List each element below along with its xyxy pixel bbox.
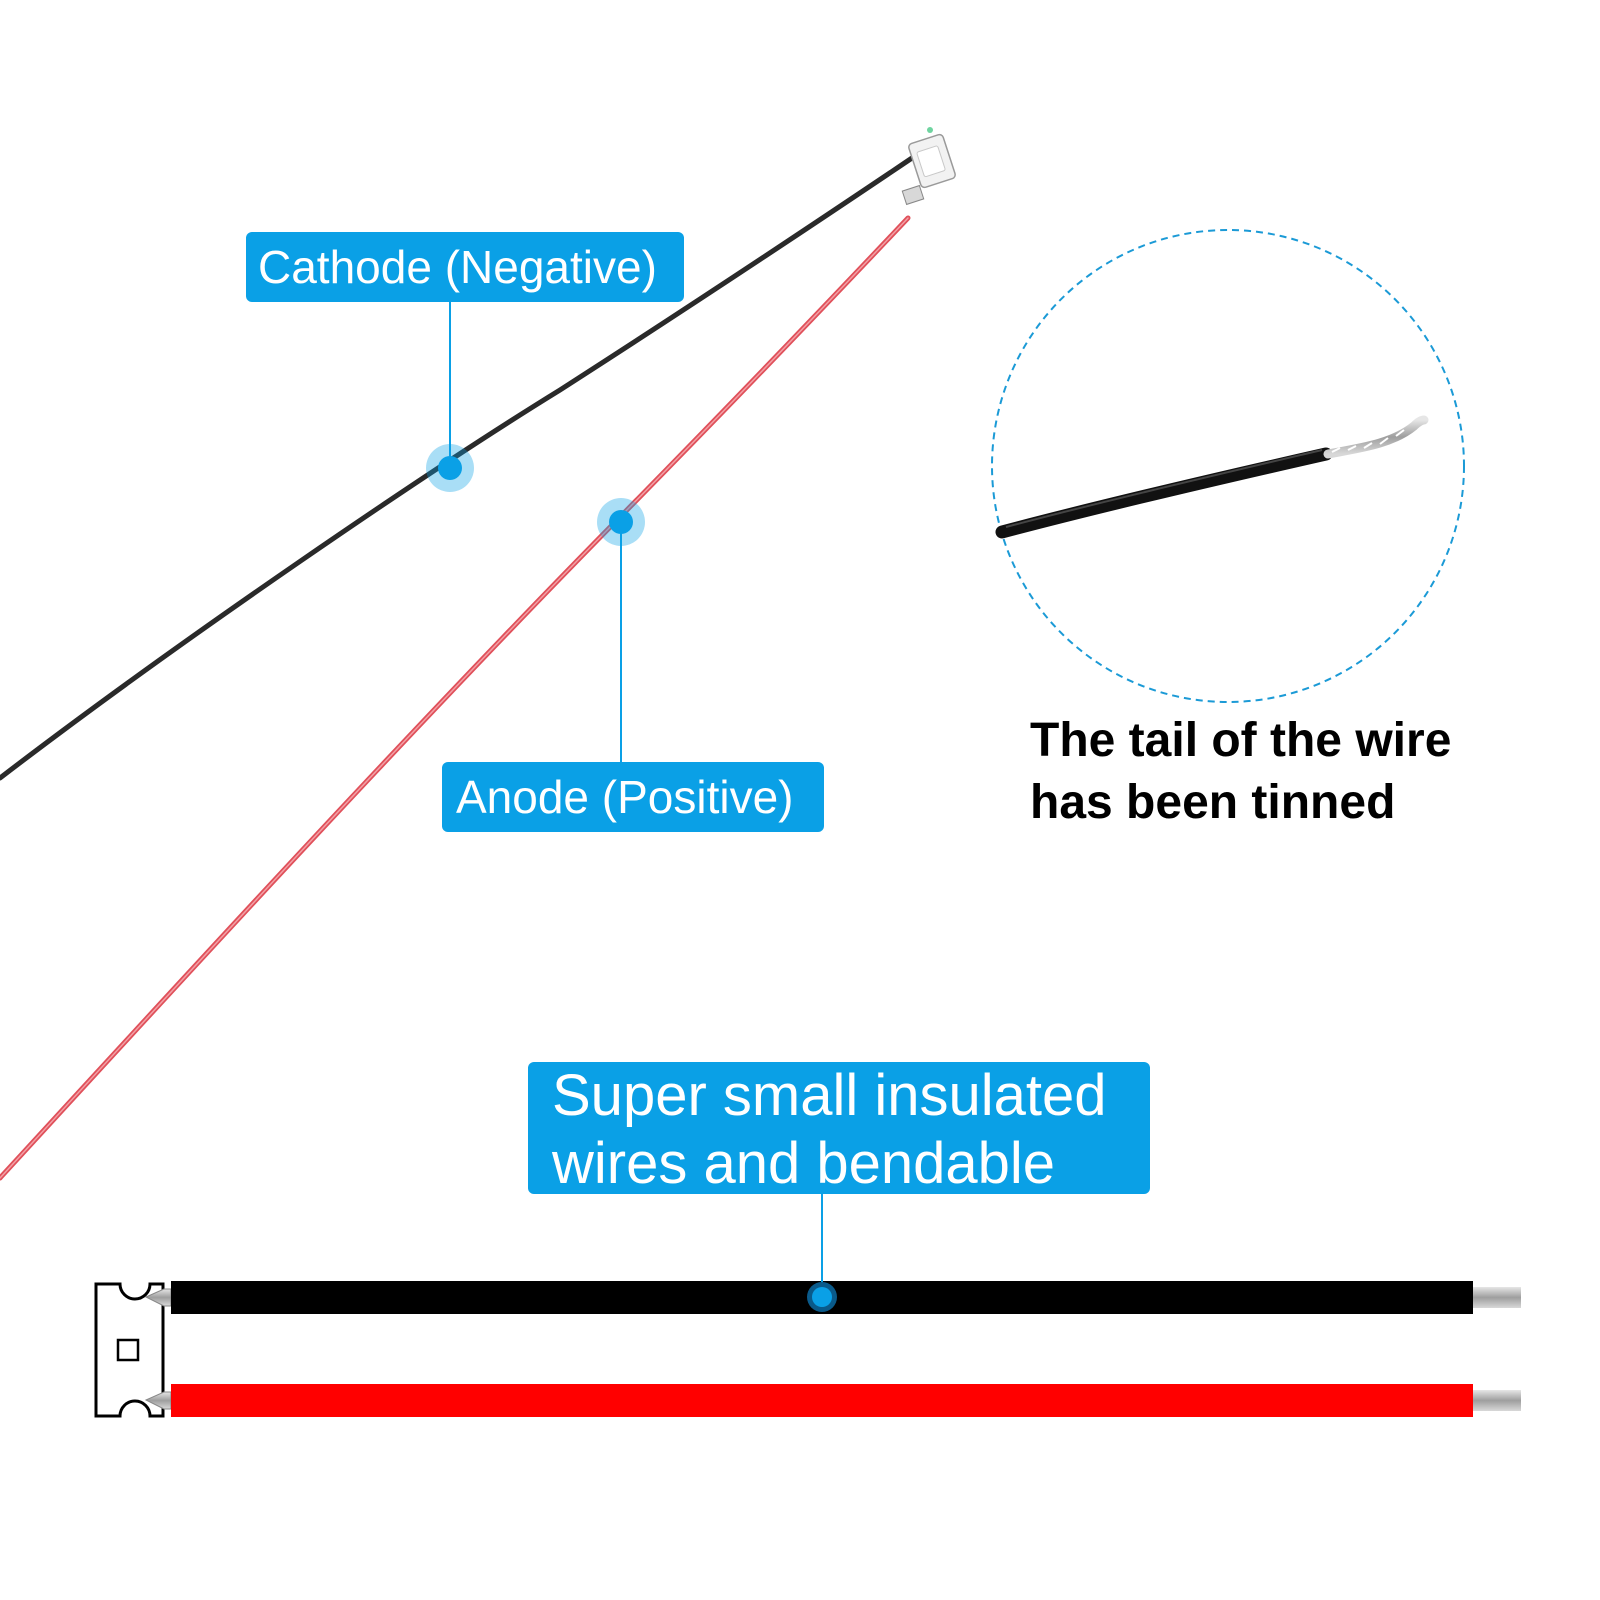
smd-led-chip — [94, 1282, 165, 1418]
red-wire — [171, 1384, 1473, 1417]
photo-black-wire — [0, 155, 915, 781]
zoom-tinned-tip — [1323, 415, 1429, 459]
anode-label: Anode (Positive) — [442, 762, 824, 832]
anode-marker-icon — [597, 498, 645, 546]
tinned-caption: The tail of the wire has been tinned — [1030, 710, 1550, 834]
red-wire-tinned-end — [1473, 1390, 1521, 1411]
cathode-label: Cathode (Negative) — [246, 232, 684, 302]
feature-label-line1: Super small insulated — [552, 1063, 1107, 1128]
cathode-marker-icon — [426, 444, 474, 492]
black-wire-tinned-end — [1473, 1287, 1521, 1308]
led-polarity-square — [116, 1338, 140, 1362]
zoom-black-wire — [995, 447, 1333, 539]
tinned-caption-line1: The tail of the wire — [1030, 714, 1452, 767]
tinned-caption-line2: has been tinned — [1030, 776, 1396, 829]
feature-label: Super small insulated wires and bendable — [528, 1062, 1150, 1196]
feature-marker-icon — [807, 1282, 837, 1312]
zoom-circle — [991, 229, 1465, 703]
smd-led-icon — [901, 127, 956, 206]
feature-label-line2: wires and bendable — [552, 1131, 1056, 1196]
